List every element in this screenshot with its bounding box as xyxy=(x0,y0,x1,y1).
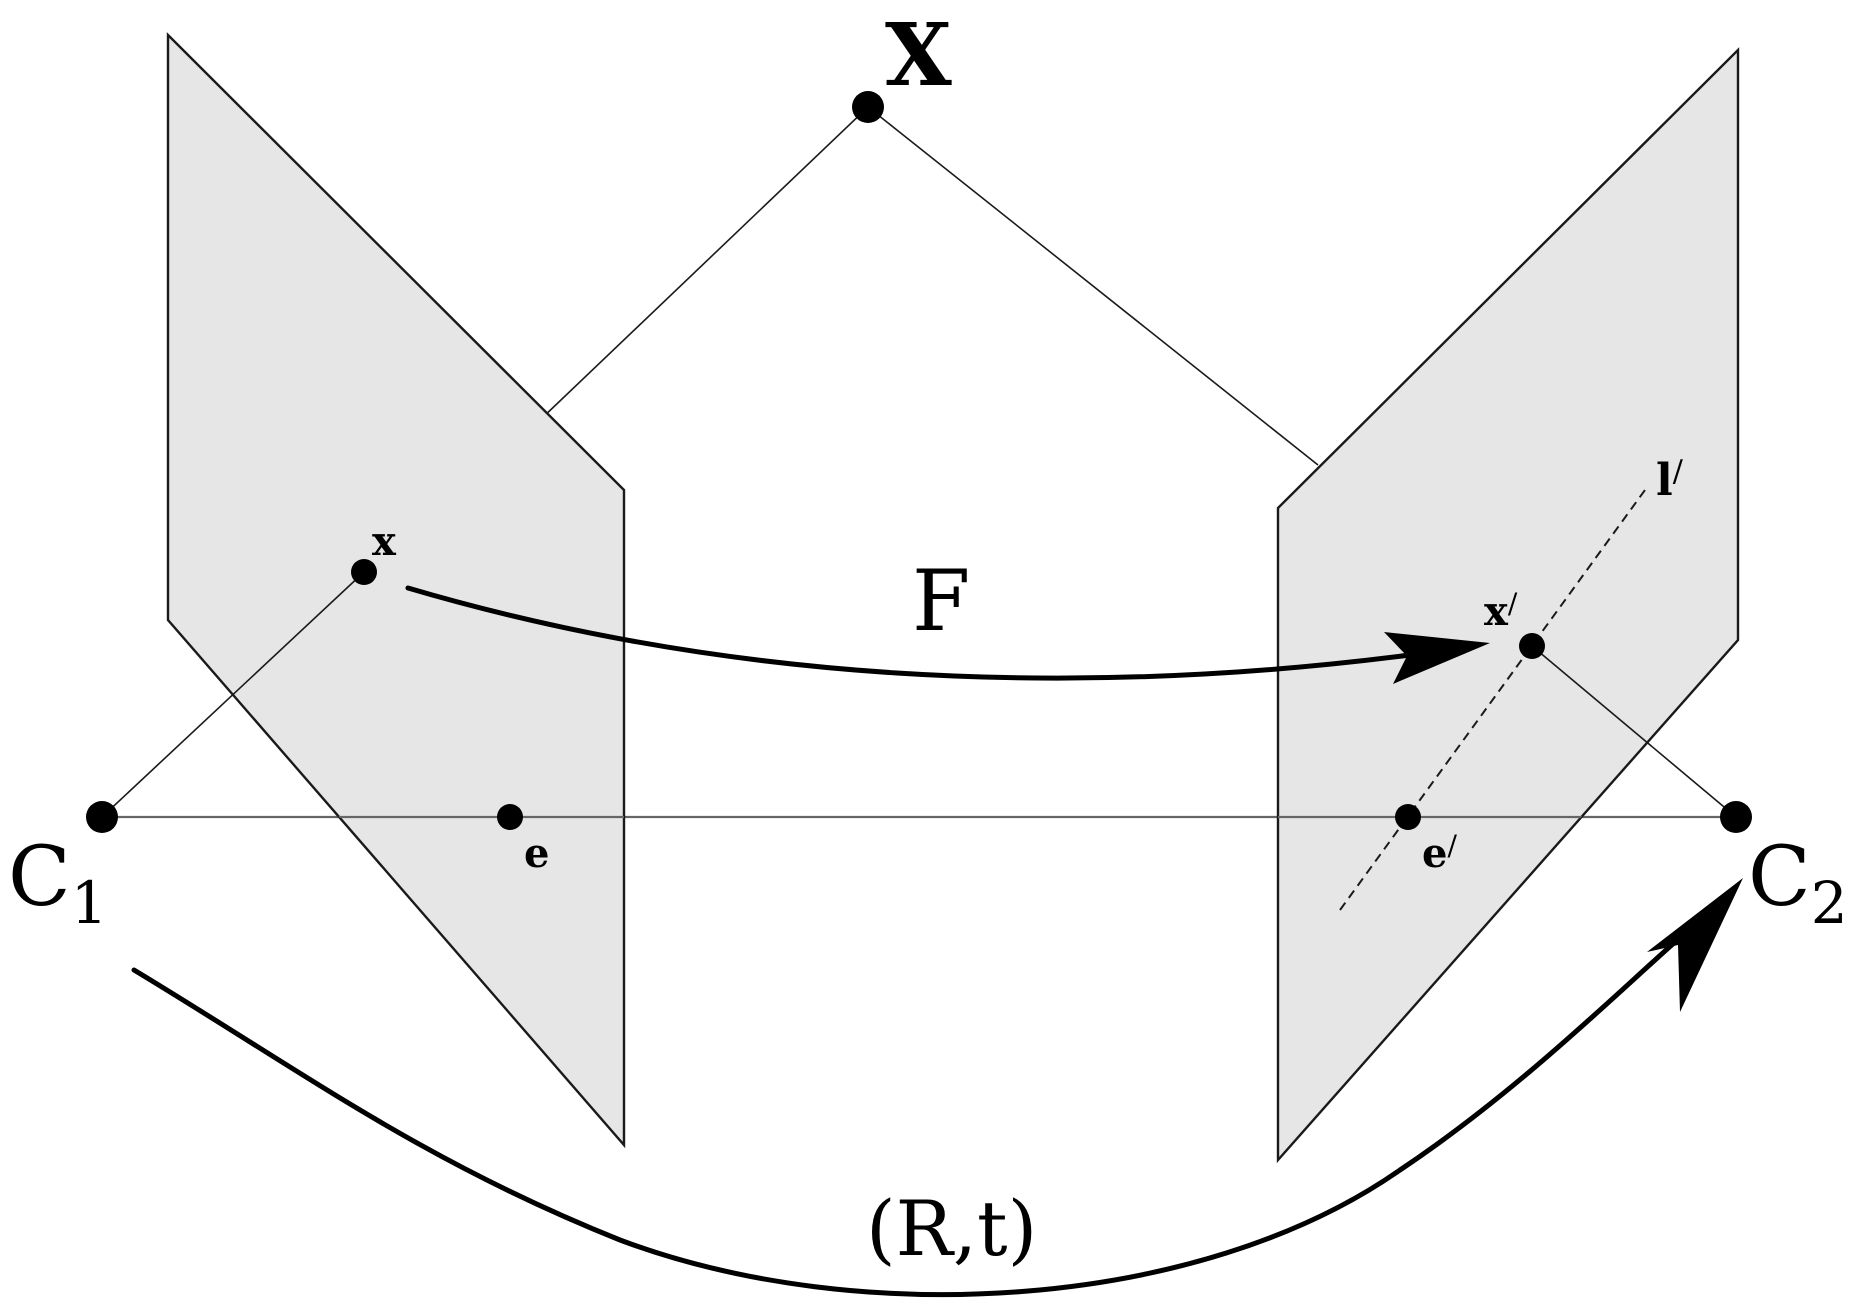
label-x-prime-mark: / xyxy=(1508,587,1518,620)
label-C2: C2 xyxy=(1748,830,1848,937)
right-image-plane xyxy=(1276,47,1740,1164)
label-l-prime: l/ xyxy=(1656,454,1684,506)
pose-arrowhead xyxy=(1647,878,1743,1012)
ray-right-to-X xyxy=(867,106,1319,466)
label-C2-letter: C xyxy=(1748,830,1811,925)
label-C2-subscript: 2 xyxy=(1811,869,1848,937)
epipole-e-prime xyxy=(1395,804,1421,830)
F-arrow-curve xyxy=(405,585,1413,681)
label-x-prime-letter: x xyxy=(1484,588,1509,635)
left-image-plane xyxy=(166,32,626,1149)
label-X: X xyxy=(885,5,952,106)
label-C1: C1 xyxy=(8,830,108,937)
label-F: F xyxy=(912,552,970,650)
camera-center-C1 xyxy=(86,801,118,833)
label-C1-letter: C xyxy=(8,830,71,925)
camera-center-C2 xyxy=(1720,801,1752,833)
label-e-prime: e/ xyxy=(1422,829,1457,877)
image-point-x-prime xyxy=(1519,633,1545,659)
label-x: x xyxy=(372,518,397,565)
image-point-x xyxy=(351,559,377,585)
label-e-prime-letter: e xyxy=(1422,830,1447,877)
ray-left-to-X xyxy=(539,106,869,421)
F-arrowhead xyxy=(1384,632,1490,684)
label-e-prime-mark: / xyxy=(1447,829,1457,862)
pose-arrow-curve xyxy=(131,932,1686,1298)
label-e: e xyxy=(524,830,549,877)
epipole-e xyxy=(497,804,523,830)
ray-C1-to-x xyxy=(101,571,365,818)
label-pose: (R,t) xyxy=(866,1184,1037,1273)
ray-C2-to-x-prime xyxy=(1531,645,1737,818)
label-l-prime-letter: l xyxy=(1656,455,1673,506)
world-point-X xyxy=(852,91,884,123)
label-x-prime: x/ xyxy=(1484,587,1518,635)
epipolar-line xyxy=(1339,489,1646,911)
label-l-prime-mark: / xyxy=(1673,454,1684,489)
label-C1-subscript: 1 xyxy=(71,869,108,937)
